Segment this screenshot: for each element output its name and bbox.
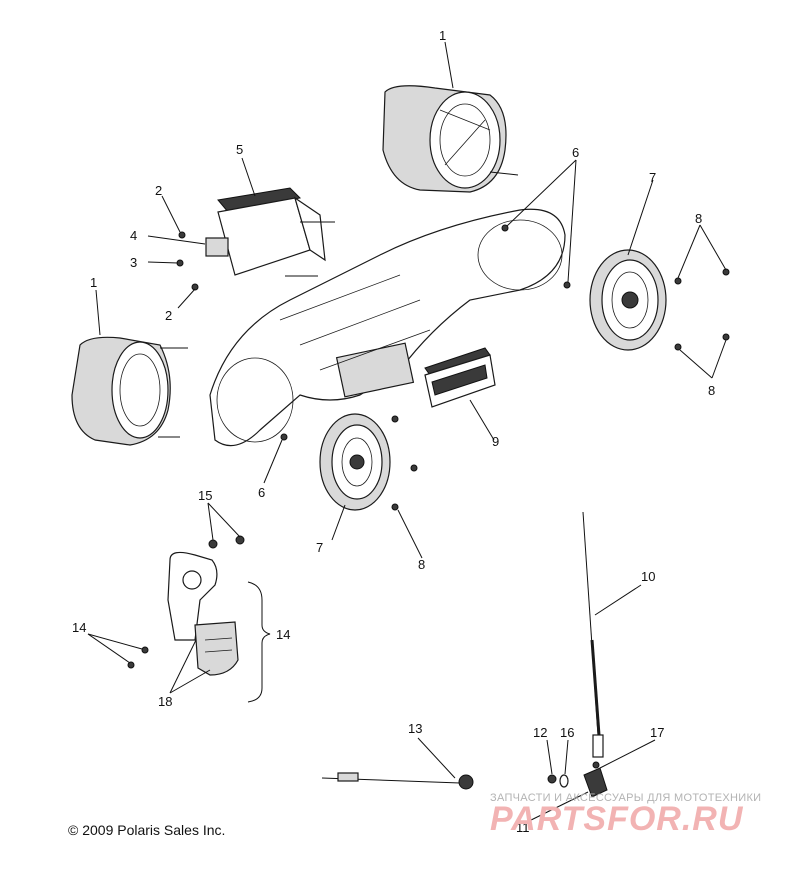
copyright-notice: © 2009 Polaris Sales Inc. — [68, 822, 226, 838]
callout-15: 15 — [198, 488, 212, 503]
watermark-tagline: ЗАПЧАСТИ И АКСЕССУАРЫ ДЛЯ МОТОТЕХНИКИ — [490, 792, 762, 804]
screws — [127, 224, 730, 669]
callout-8-mid: 8 — [708, 383, 715, 398]
callout-17: 17 — [650, 725, 664, 740]
callout-1-left: 1 — [90, 275, 97, 290]
leader-lines — [87, 41, 727, 824]
speaker-pod-left — [71, 336, 171, 446]
callout-9: 9 — [492, 434, 499, 449]
callout-8-top: 8 — [695, 211, 702, 226]
callout-10: 10 — [641, 569, 655, 584]
callout-13: 13 — [408, 721, 422, 736]
speaker-pod-top — [382, 85, 507, 193]
callout-18: 18 — [158, 694, 172, 709]
callout-2-bottom: 2 — [165, 308, 172, 323]
watermark-brand: PARTSFOR.RU — [490, 800, 744, 838]
speaker-center — [319, 413, 391, 511]
bracket-assembly — [167, 551, 239, 676]
callout-8-bottom: 8 — [418, 557, 425, 572]
small-hardware — [547, 761, 600, 788]
callout-6-top: 6 — [572, 145, 579, 160]
callout-7-right: 7 — [649, 170, 656, 185]
callout-14-right: 14 — [276, 627, 290, 642]
callout-11: 11 — [516, 820, 530, 835]
radio-unit — [424, 347, 496, 408]
callout-7-center: 7 — [316, 540, 323, 555]
callout-14-left: 14 — [72, 620, 86, 635]
antenna-cable — [321, 772, 474, 790]
callout-1-top: 1 — [439, 28, 446, 43]
inner-fairing-panel — [209, 208, 566, 447]
callout-6-bottom: 6 — [258, 485, 265, 500]
callout-12: 12 — [533, 725, 547, 740]
callout-4: 4 — [130, 228, 137, 243]
antenna — [582, 511, 608, 798]
callout-16: 16 — [560, 725, 574, 740]
speaker-right — [589, 249, 667, 351]
callout-2-top: 2 — [155, 183, 162, 198]
callout-3: 3 — [130, 255, 137, 270]
callout-5: 5 — [236, 142, 243, 157]
amplifier — [205, 187, 326, 276]
callout-labels: 1 1 2 2 3 4 5 6 6 7 7 8 8 8 9 10 11 12 1… — [72, 28, 715, 835]
